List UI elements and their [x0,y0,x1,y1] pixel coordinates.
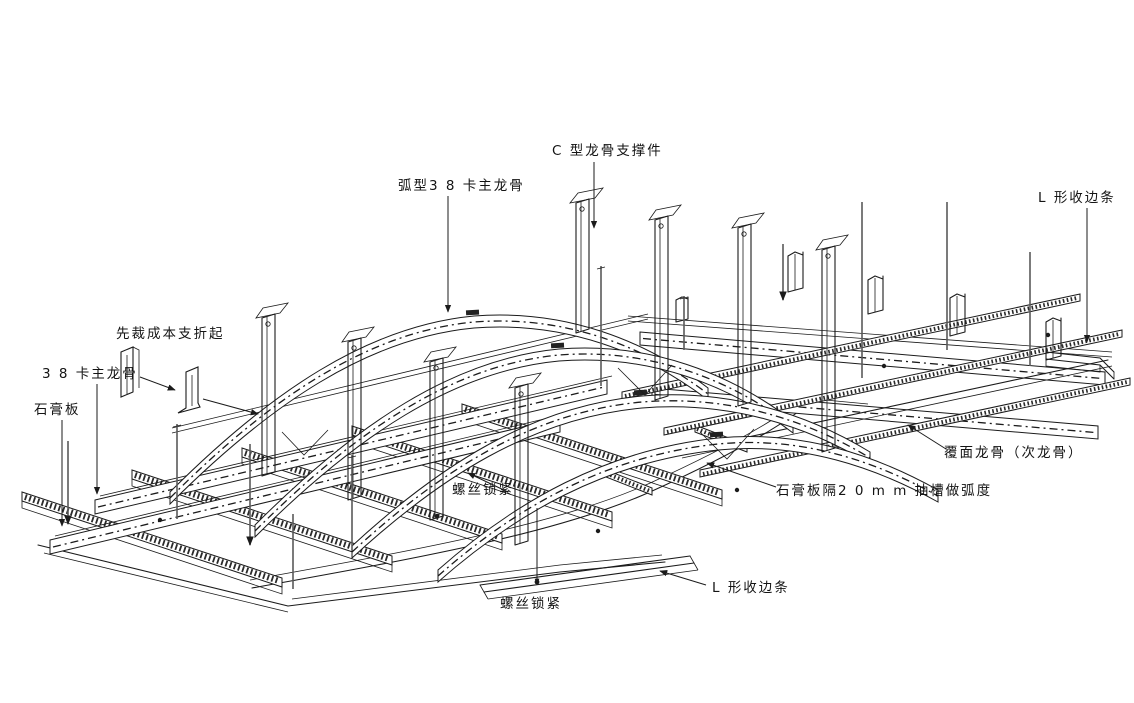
hanger-rods [64,202,1031,589]
c-keel-support-post [569,187,604,334]
support-posts [255,187,1062,546]
label-c-support: C 型龙骨支撑件 [552,143,663,159]
fold-step-arrow [202,398,259,416]
label-l-trim-bottom: L 形收边条 [712,579,790,596]
post [255,302,289,477]
leader-cover-keel [907,424,947,450]
short-c-support [867,275,884,315]
arc-brace [281,429,329,456]
c-channel-piece-flat [120,346,140,398]
short-c-support [787,251,804,293]
post [648,204,682,401]
arc-brace [699,428,755,460]
arc-brace [617,364,673,396]
short-c-support [949,293,966,337]
post [815,234,849,453]
label-main-keel-38: 3 8 卡主龙骨 [42,366,138,382]
post [508,372,542,546]
post [341,326,375,501]
short-c-support [1045,317,1062,361]
leader-groove [706,462,777,488]
label-arc-main-keel: 弧型3 8 卡主龙骨 [398,178,525,194]
fold-step-arrow [139,376,176,391]
label-cover-keel: 覆面龙骨（次龙骨） [944,445,1084,461]
arc-keels [169,309,939,584]
post [423,346,457,521]
label-screw-lock-bottom: 螺丝锁紧 [500,596,562,612]
fold-detail-pieces [120,346,259,416]
label-gypsum-board: 石膏板 [34,401,81,418]
label-screw-lock-mid: 螺丝锁紧 [452,482,514,498]
leader-l-trim-bottom [659,570,707,586]
leader-lines [58,162,1091,586]
labels: C 型龙骨支撑件 弧型3 8 卡主龙骨 L 形收边条 先裁成本支折起 3 8 卡… [34,143,1116,612]
label-groove-note: 石膏板隔2 0 m m 抽槽做弧度 [776,482,992,499]
short-c-support [675,296,689,323]
label-fold-note: 先裁成本支折起 [116,326,225,342]
c-channel-piece-folded [177,366,201,414]
leader-screw-mid [467,472,509,493]
arc-keel-4 [437,431,939,584]
post [731,212,765,407]
screw-dot [534,579,540,585]
label-l-trim-top: L 形收边条 [1038,189,1116,206]
